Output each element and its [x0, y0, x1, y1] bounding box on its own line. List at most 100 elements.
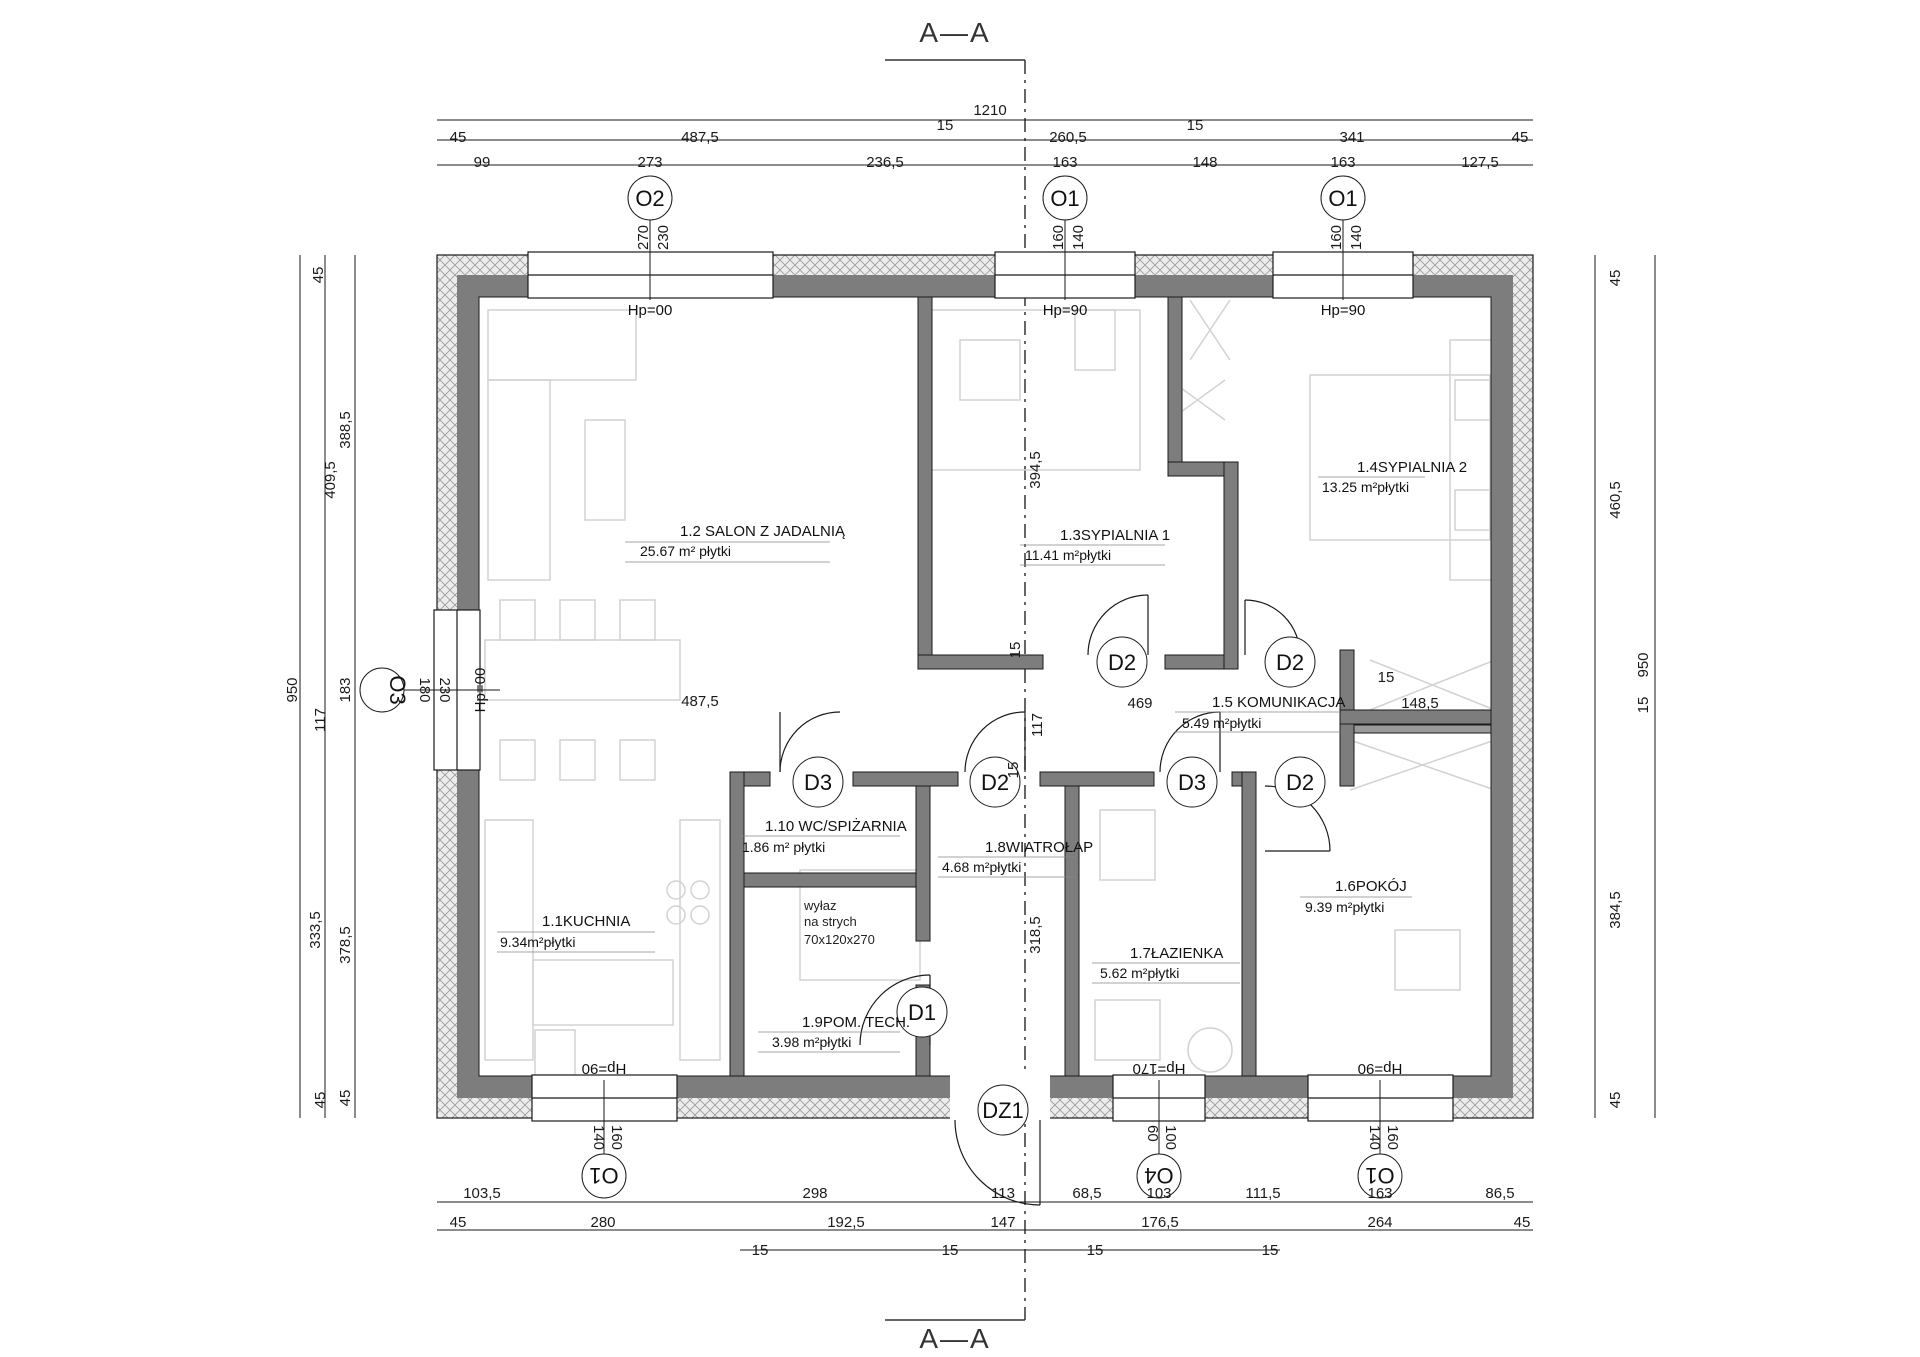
dim-left-inner-3: 378,5 [337, 926, 354, 964]
dim-top-r1-2: 15 [937, 117, 954, 134]
room-kitchen-name: 1.1KUCHNIA [542, 913, 630, 930]
dim-top-r2-2: 236,5 [866, 154, 904, 171]
room-kitchen-area: 9.34m²płytki [500, 934, 575, 950]
room-bedroom1-name: 1.3SYPIALNIA 1 [1060, 527, 1170, 544]
room-labels: 1.2 SALON Z JADALNIĄ 25.67 m² płytki 1.3… [497, 459, 1467, 1053]
window-o1d-dim-b: 160 [1384, 1125, 1401, 1150]
dim-in-5: 15 [1007, 642, 1024, 659]
dim-right-inner-3: 384,5 [1607, 891, 1624, 929]
dim-bot-r3-3: 15 [1262, 1242, 1279, 1259]
window-o1b-dim-a: 160 [1328, 225, 1345, 250]
dim-bot-r2-0: 45 [450, 1214, 467, 1231]
dim-top-overall: 1210 [973, 102, 1006, 119]
dim-right-overall: 950 [1635, 652, 1652, 677]
dim-top-r1-5: 341 [1339, 129, 1364, 146]
dim-top-r2-6: 127,5 [1461, 154, 1499, 171]
window-o1b-hp: Hp=90 [1321, 302, 1366, 319]
window-o2-dim-a: 270 [635, 225, 652, 250]
section-label-top: A—A [919, 17, 990, 48]
room-bathroom-name: 1.7ŁAZIENKA [1130, 945, 1223, 962]
dim-left-inner-1: 388,5 [337, 411, 354, 449]
window-tag-o4: O4 [1144, 1163, 1173, 1188]
room-wc-name: 1.10 WC/SPIŻARNIA [765, 817, 907, 835]
window-o1a-dim-b: 140 [1070, 225, 1087, 250]
dim-top-r2-1: 273 [637, 154, 662, 171]
dim-top-r1-1: 487,5 [681, 129, 719, 146]
room-salon-area: 25.67 m² płytki [640, 543, 731, 559]
dim-bot-r2-5: 264 [1367, 1214, 1392, 1231]
dim-in-0: 394,5 [1027, 451, 1044, 489]
room-salon-name: 1.2 SALON Z JADALNIĄ [680, 523, 846, 540]
door-tag-d2-room: D2 [1286, 770, 1314, 795]
dim-left-outer-2: 333,5 [307, 911, 324, 949]
dim-in-8: 318,5 [1027, 916, 1044, 954]
dim-bot-r2-6: 45 [1514, 1214, 1531, 1231]
section-label-bottom: A—A [919, 1323, 990, 1354]
furniture [484, 299, 1496, 1076]
dimension-texts-left: 950 409,5 117 333,5 45 45 388,5 183 378,… [284, 267, 354, 1109]
dim-top-r1-6: 45 [1512, 129, 1529, 146]
room-bedroom2-name: 1.4SYPIALNIA 2 [1357, 459, 1467, 476]
dim-in-2: 469 [1127, 695, 1152, 712]
interior-walls [729, 296, 1492, 1077]
dim-bot-r1-1: 298 [802, 1185, 827, 1202]
door-tag-dz1-entrance: DZ1 [982, 1098, 1024, 1123]
dimensions-right [1594, 255, 1656, 1118]
dim-right-inner-0: 45 [1607, 270, 1624, 287]
window-o1c-hp: Hp=90 [582, 1060, 627, 1077]
dim-bot-r1-3: 68,5 [1072, 1185, 1101, 1202]
window-o4-hp: Hp=170 [1133, 1060, 1186, 1077]
window-o3-hp: Hp=00 [472, 668, 489, 713]
room-tech-area: 3.98 m²płytki [772, 1034, 851, 1050]
room-hall-name: 1.5 KOMUNIKACJA [1212, 694, 1345, 711]
dimension-texts-inside: 394,5 487,5 469 148,5 15 15 15 117 318,5 [681, 451, 1439, 954]
dimension-texts-right: 950 45 460,5 15 384,5 45 [1607, 270, 1652, 1109]
dimensions-bottom [437, 1201, 1533, 1251]
dim-left-inner-4: 45 [337, 1090, 354, 1107]
room-bedroom1-area: 11.41 m²płytki [1025, 547, 1111, 563]
dim-in-7: 117 [1029, 713, 1046, 737]
dim-left-outer-0: 409,5 [322, 461, 339, 499]
door-tag-d3-bathroom: D3 [1178, 770, 1206, 795]
dim-right-inner-4: 45 [1607, 1092, 1624, 1109]
window-o1b-dim-b: 140 [1348, 225, 1365, 250]
window-tag-o3: O3 [385, 675, 410, 704]
dim-bot-r2-1: 280 [590, 1214, 615, 1231]
dim-top-r2-3: 163 [1052, 154, 1077, 171]
dim-bot-r1-5: 111,5 [1245, 1185, 1280, 1202]
room-vestibule-name: 1.8WIATROŁAP [985, 839, 1093, 856]
window-o2-hp: Hp=00 [628, 302, 673, 319]
dim-in-1: 487,5 [681, 693, 719, 710]
dim-left-inner-0: 45 [310, 267, 327, 284]
door-tag-d2-bedroom1: D2 [1108, 650, 1136, 675]
dim-bot-r1-7: 86,5 [1485, 1185, 1514, 1202]
window-o4-dim-b: 100 [1162, 1125, 1179, 1150]
room-bathroom-area: 5.62 m²płytki [1100, 965, 1179, 981]
window-tag-o1-b: O1 [1328, 186, 1357, 211]
room-bedroom2-area: 13.25 m²płytki [1322, 479, 1409, 495]
window-o2-dim-b: 230 [655, 225, 672, 250]
dim-bot-r3-0: 15 [752, 1242, 769, 1259]
exterior-walls [436, 254, 1534, 1119]
room-room-name: 1.6POKÓJ [1335, 878, 1407, 895]
window-tag-o1-d: O1 [1365, 1163, 1394, 1188]
dim-bot-r2-4: 176,5 [1141, 1214, 1179, 1231]
dim-top-r2-4: 148 [1192, 154, 1217, 171]
dimensions-left [299, 255, 356, 1118]
dim-bot-r2-2: 192,5 [827, 1214, 865, 1231]
dim-right-inner-1: 460,5 [1607, 481, 1624, 519]
room-hall-area: 5.49 m²płytki [1182, 715, 1261, 731]
dim-left-outer-3: 45 [312, 1092, 329, 1109]
room-wc-area: 1.86 m² płytki [742, 839, 825, 855]
dim-bot-r1-2: 113 [991, 1185, 1015, 1202]
dim-bot-r3-2: 15 [1087, 1242, 1104, 1259]
room-room-area: 9.39 m²płytki [1305, 899, 1384, 915]
dim-left-inner-2: 183 [337, 677, 354, 702]
dim-in-3: 148,5 [1401, 695, 1439, 712]
window-o1d-hp: Hp=90 [1358, 1060, 1403, 1077]
dim-bot-r2-3: 147 [990, 1214, 1015, 1231]
window-o1a-hp: Hp=90 [1043, 302, 1088, 319]
dim-bot-r3-1: 15 [942, 1242, 959, 1259]
dim-left-overall: 950 [284, 677, 301, 702]
